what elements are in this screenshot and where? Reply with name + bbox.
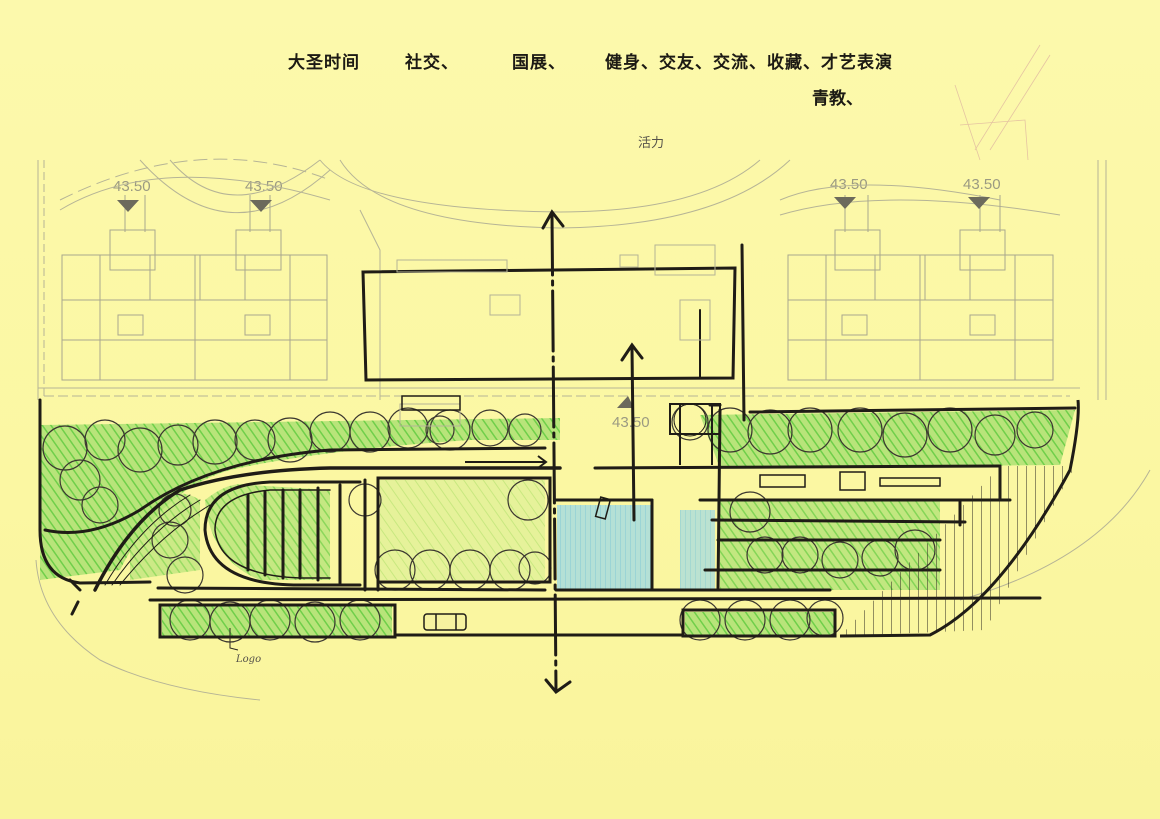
ramp-hatched	[839, 399, 1080, 638]
faint-pencil-sketch	[954, 44, 1051, 161]
oval-sunken-garden	[203, 476, 552, 592]
residential-building-left	[61, 195, 328, 381]
residential-building-right	[787, 195, 1054, 381]
note-leisure-time: 大圣时间	[288, 53, 360, 73]
site-boundary-lines	[35, 158, 1151, 701]
elevation-label-tr1: 43.50	[830, 176, 868, 193]
note-education: 青教、	[812, 89, 863, 109]
note-activities: 健身、交友、交流、收藏、才艺表演	[605, 53, 893, 73]
logo-leader-line	[229, 628, 239, 651]
elevation-markers	[117, 197, 990, 408]
note-social: 社交、	[405, 53, 459, 73]
note-vitality: 活力	[638, 136, 665, 151]
elevation-label-tl1: 43.50	[113, 178, 151, 195]
secondary-arrow	[620, 342, 644, 522]
main-axis-arrow	[541, 209, 572, 695]
water-features	[557, 505, 715, 590]
elevation-label-center: 43.50	[612, 414, 650, 431]
community-center-building	[361, 243, 746, 422]
pergola	[669, 403, 721, 465]
benches	[401, 395, 941, 520]
planter-strips	[158, 603, 837, 639]
elevation-label-tr2: 43.50	[963, 176, 1001, 193]
logo-annotation: Logo	[236, 654, 262, 665]
note-exhibition: 国展、	[512, 53, 566, 73]
car-icon	[423, 613, 467, 631]
interior-faint-lines	[396, 244, 716, 427]
road-direction-arrow	[465, 455, 548, 469]
